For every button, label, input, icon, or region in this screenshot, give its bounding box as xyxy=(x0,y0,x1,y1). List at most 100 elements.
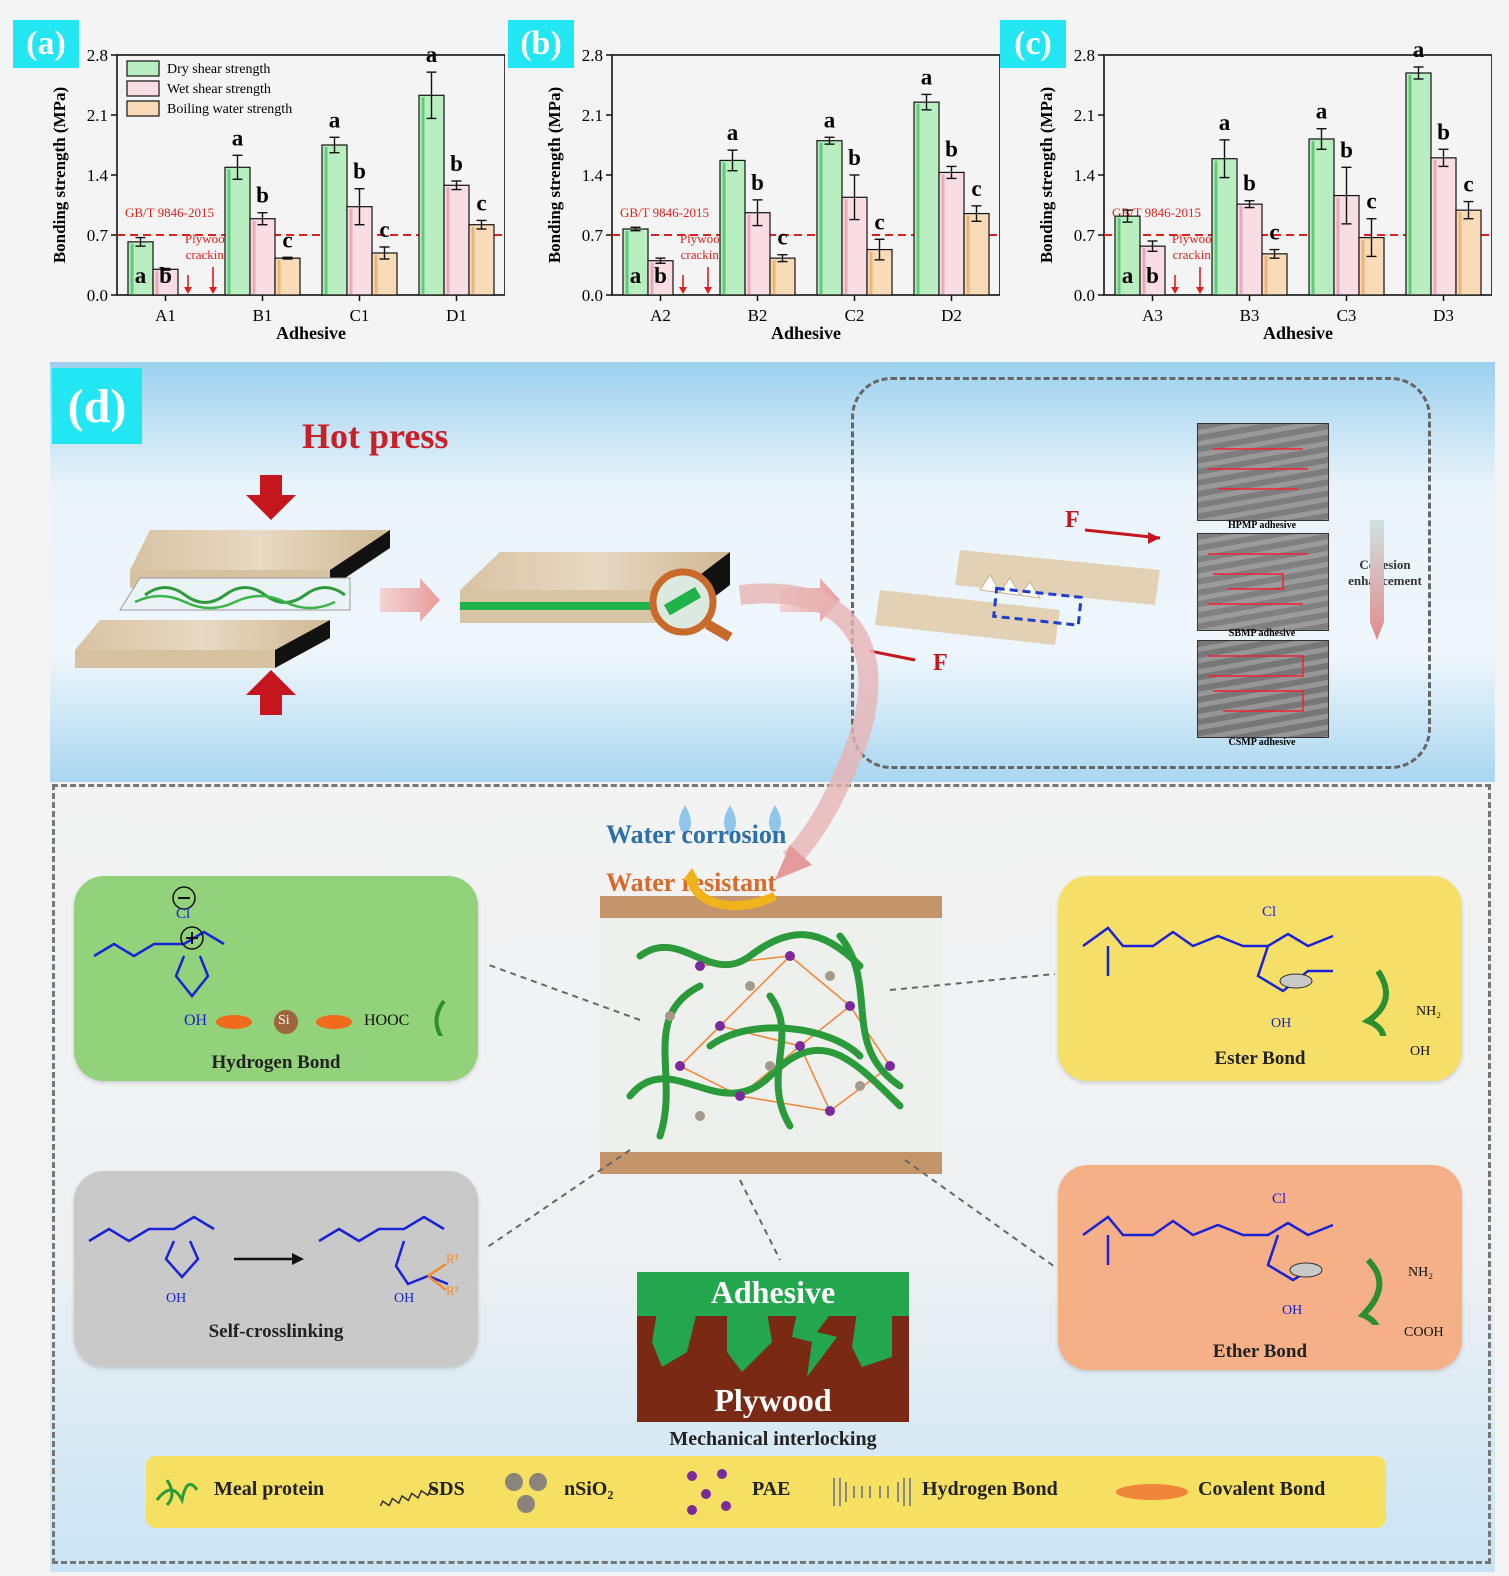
sem-image-csmp xyxy=(1197,640,1329,738)
x-tick-label: B2 xyxy=(748,306,768,325)
eb-oh-label: OH xyxy=(1271,1016,1292,1031)
interlock-caption: Mechanical interlocking xyxy=(669,1428,877,1450)
x-tick-label: B1 xyxy=(253,306,273,325)
shear-test-illustration xyxy=(870,528,1161,662)
significance-letter: a xyxy=(135,263,147,288)
significance-letter: b xyxy=(1340,137,1353,162)
y-tick-label: 2.8 xyxy=(582,46,603,65)
y-axis-label: Bonding strength (MPa) xyxy=(545,87,564,263)
process-arrow-1 xyxy=(380,578,440,622)
eb-oh2-label: OH xyxy=(1410,1044,1431,1059)
legend-swatch xyxy=(126,60,160,77)
significance-letter: b xyxy=(1243,171,1256,196)
panel-label-a: (a) xyxy=(13,20,79,68)
cracking-arrowhead xyxy=(704,287,712,294)
significance-letter: c xyxy=(971,176,981,201)
hb-si-label: Si xyxy=(278,1013,290,1028)
x-tick-label: A1 xyxy=(155,306,176,325)
scheme-legend: Meal protein SDS nSiO₂ PAE Hydrogen Bond… xyxy=(146,1456,1386,1528)
significance-letter: a xyxy=(824,107,836,132)
x-tick-label: C1 xyxy=(350,306,370,325)
eb-cl-label: Cl xyxy=(1262,904,1277,920)
legend-swatch xyxy=(126,80,160,97)
x-tick-label: A3 xyxy=(1142,306,1163,325)
self-crosslinking-card: OH OH R¹ R² Self-crosslinking xyxy=(74,1171,478,1367)
water-corrosion-label: Water corrosion xyxy=(606,820,787,849)
sds-icon xyxy=(378,1487,438,1506)
y-tick-label: 1.4 xyxy=(87,166,109,185)
bottom-veneer xyxy=(75,620,330,650)
etb-cl-label: Cl xyxy=(1272,1191,1287,1207)
panel-label-d: (d) xyxy=(52,368,142,444)
nsio2-icon xyxy=(505,1473,547,1513)
y-tick-label: 2.8 xyxy=(1074,46,1095,65)
adhesive-network-illustration xyxy=(600,896,942,1174)
force-label-top: F xyxy=(1065,507,1080,533)
etb-nh2-label: NH₂ xyxy=(1408,1265,1434,1280)
sc-r2-label: R² xyxy=(446,1283,459,1298)
legend-meal-protein: Meal protein xyxy=(214,1478,325,1500)
significance-letter: a xyxy=(921,64,933,89)
sem-image-sbmp xyxy=(1197,533,1329,631)
significance-letter: c xyxy=(476,190,486,215)
top-veneer xyxy=(130,530,390,570)
interlock-adhesive-label: Adhesive xyxy=(710,1274,836,1310)
significance-letter: b xyxy=(1146,263,1159,288)
x-tick-label: D3 xyxy=(1433,306,1454,325)
significance-letter: a xyxy=(1219,110,1231,135)
x-axis-label: Adhesive xyxy=(276,323,346,343)
legend-label: Dry shear strength xyxy=(167,62,270,77)
cracking-label: Plywood xyxy=(1172,231,1219,246)
y-axis-label: Bonding strength (MPa) xyxy=(50,87,69,263)
hot-press-title: Hot press xyxy=(302,416,449,456)
significance-letter: a xyxy=(329,107,341,132)
significance-letter: b xyxy=(159,263,172,288)
significance-letter: a xyxy=(1413,37,1425,62)
y-tick-label: 2.1 xyxy=(87,106,108,125)
y-tick-label: 0.0 xyxy=(1074,286,1095,305)
legend-sds: SDS xyxy=(428,1478,465,1500)
significance-letter: a xyxy=(232,125,244,150)
sem-label-hpmp: HPMP adhesive xyxy=(1227,520,1297,531)
x-axis-label: Adhesive xyxy=(1263,323,1333,343)
cracking-label: cracking xyxy=(186,247,231,262)
hydrogen-bond-title: Hydrogen Bond xyxy=(211,1052,341,1073)
legend-label: Wet shear strength xyxy=(167,82,271,97)
interlock-illustration: Adhesive Plywood xyxy=(637,1272,909,1422)
cracking-label: Plywood xyxy=(185,231,232,246)
y-tick-label: 2.1 xyxy=(582,106,603,125)
panel-label-b: (b) xyxy=(508,20,574,68)
ether-bond-card: Cl OH NH₂ COOH Ether Bond xyxy=(1058,1165,1462,1370)
reference-label: GB/T 9846-2015 xyxy=(125,205,214,220)
significance-letter: c xyxy=(1366,189,1376,214)
y-tick-label: 1.4 xyxy=(582,166,604,185)
cohesion-arrow xyxy=(1370,520,1384,640)
significance-letter: c xyxy=(777,225,787,250)
y-tick-label: 2.8 xyxy=(87,46,108,65)
legend-label: Boiling water strength xyxy=(167,102,292,117)
ester-bond-card: Cl OH NH₂ OH Ester Bond xyxy=(1058,876,1462,1081)
hb-hooc-label: HOOC xyxy=(364,1012,410,1029)
cracking-label: cracking xyxy=(1173,247,1218,262)
sem-label-sbmp: SBMP adhesive xyxy=(1228,628,1296,639)
press-down-arrow xyxy=(246,475,296,520)
sem-image-hpmp xyxy=(1197,423,1329,521)
sc-oh-label-2: OH xyxy=(394,1291,415,1306)
x-axis-label: Adhesive xyxy=(771,323,841,343)
cracking-arrowhead xyxy=(209,287,217,294)
significance-letter: b xyxy=(654,263,667,288)
significance-letter: a xyxy=(1122,263,1134,288)
eb-nh2-label: NH₂ xyxy=(1416,1004,1442,1019)
significance-letter: a xyxy=(727,120,739,145)
shear-test-frame xyxy=(851,377,1431,769)
etb-cooh-label: COOH xyxy=(1404,1325,1444,1340)
cracking-arrowhead xyxy=(184,287,192,294)
covalent-bond-icon xyxy=(1116,1484,1188,1500)
significance-letter: b xyxy=(256,183,269,208)
y-tick-label: 0.7 xyxy=(87,226,109,245)
hb-cl-label: Cl xyxy=(176,906,191,922)
significance-letter: c xyxy=(282,227,292,252)
reference-label: GB/T 9846-2015 xyxy=(620,205,709,220)
